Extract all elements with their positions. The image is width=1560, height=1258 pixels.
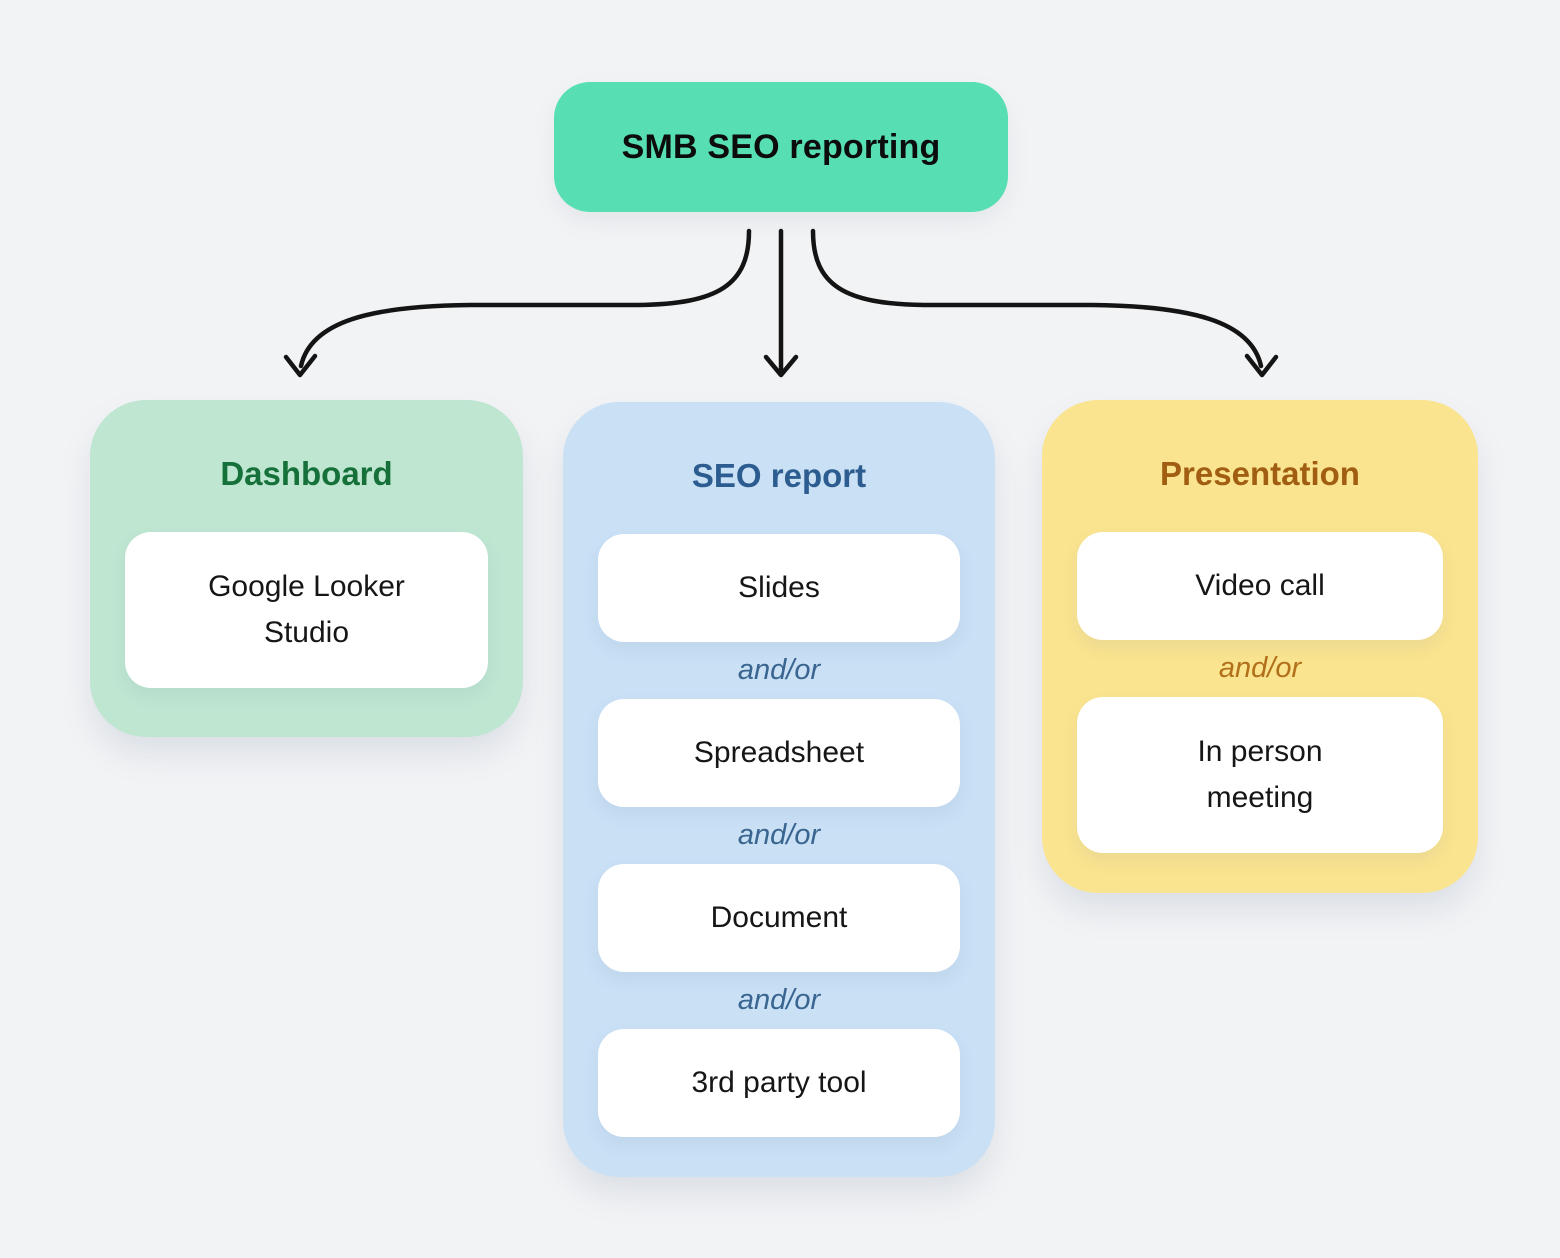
- and-or-separator: and/or: [737, 819, 821, 851]
- presentation-group: Presentation Video call and/or In person…: [1042, 400, 1478, 893]
- card-document: Document: [598, 864, 960, 972]
- and-or-separator: and/or: [737, 654, 821, 686]
- card-google-looker-studio: Google Looker Studio: [125, 532, 488, 688]
- presentation-group-title: Presentation: [1160, 455, 1360, 492]
- card-3rd-party-tool: 3rd party tool: [598, 1029, 960, 1137]
- card-in-person-meeting: In person meeting: [1077, 697, 1443, 853]
- card-3rd-party-tool-label: 3rd party tool: [691, 1066, 867, 1099]
- card-spreadsheet-label: Spreadsheet: [693, 736, 865, 769]
- root-node-label: SMB SEO reporting: [621, 127, 941, 166]
- card-video-call-label: Video call: [1195, 569, 1325, 602]
- dashboard-group: Dashboard Google Looker Studio: [90, 400, 523, 737]
- arrow-to-seo-report: [763, 228, 799, 378]
- card-slides: Slides: [598, 534, 960, 642]
- card-spreadsheet: Spreadsheet: [598, 699, 960, 807]
- seo-report-group: SEO report Slides and/or Spreadsheet and…: [563, 402, 995, 1177]
- seo-report-group-title: SEO report: [691, 457, 867, 494]
- dashboard-group-title: Dashboard: [220, 455, 393, 492]
- card-video-call: Video call: [1077, 532, 1443, 640]
- card-in-person-meeting-label: In person meeting: [1197, 735, 1323, 814]
- root-node: SMB SEO reporting: [554, 82, 1008, 212]
- arrow-to-presentation: [810, 228, 1279, 378]
- and-or-separator: and/or: [1218, 652, 1302, 684]
- and-or-separator: and/or: [737, 984, 821, 1016]
- card-google-looker-studio-label: Google Looker Studio: [208, 570, 405, 649]
- arrow-to-dashboard: [283, 228, 752, 378]
- card-document-label: Document: [710, 901, 848, 934]
- card-slides-label: Slides: [738, 571, 820, 604]
